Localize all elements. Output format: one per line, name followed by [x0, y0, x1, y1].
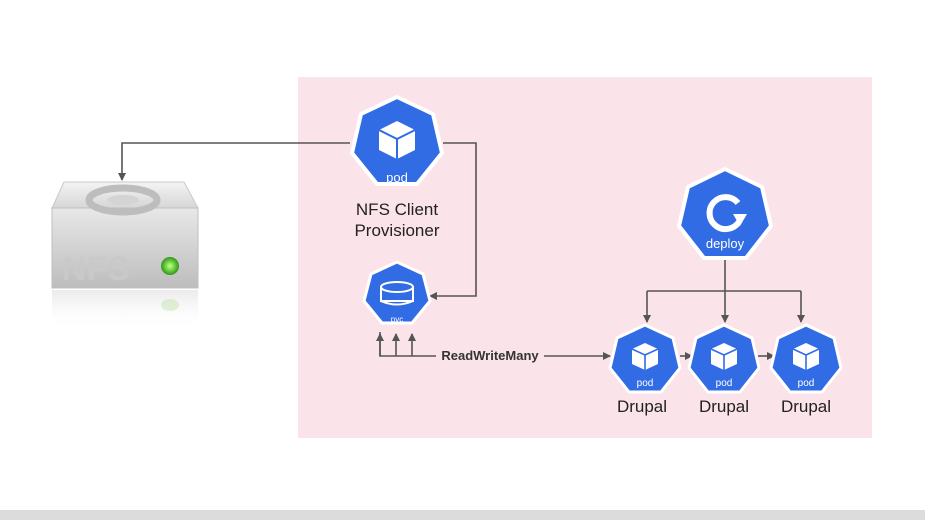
deploy-node: deploy — [677, 167, 773, 260]
cube-icon — [378, 121, 416, 159]
k8s-heptagon — [677, 167, 773, 260]
pvc-badge: pvc — [391, 315, 403, 324]
pod-badge: pod — [637, 378, 654, 389]
arrow-provisioner-to-pvc — [429, 142, 477, 300]
drupal-caption-3: Drupal — [781, 397, 831, 416]
drupal-pod-1: pod — [608, 323, 682, 394]
drupal-pod-2: pod — [687, 323, 761, 394]
provisioner-caption-line2: Provisioner — [354, 221, 439, 240]
bottom-bar — [0, 510, 925, 520]
drupal-caption-1: Drupal — [617, 397, 667, 416]
disk-icon — [380, 281, 414, 306]
gear-icon — [85, 184, 161, 216]
access-mode-label: ReadWriteMany — [441, 348, 539, 363]
arrow-provisioner-to-nfs — [118, 142, 350, 181]
pvc-node: pvc — [362, 260, 432, 325]
cube-icon — [710, 343, 738, 370]
status-led-icon — [161, 257, 179, 275]
cube-icon — [792, 343, 820, 370]
drupal-caption-2: Drupal — [699, 397, 749, 416]
drupal-pod-3: pod — [769, 323, 843, 394]
pod-badge: pod — [716, 378, 733, 389]
provisioner-pod: pod — [350, 95, 444, 186]
deploy-badge: deploy — [706, 236, 745, 251]
nfs-storage-server-icon — [51, 181, 199, 330]
pod-badge: pod — [386, 170, 408, 185]
nfs-label: NFS — [62, 250, 130, 288]
provisioner-caption-line1: NFS Client — [356, 200, 438, 219]
pod-badge: pod — [798, 378, 815, 389]
refresh-icon — [706, 194, 747, 233]
cube-icon — [631, 343, 659, 370]
